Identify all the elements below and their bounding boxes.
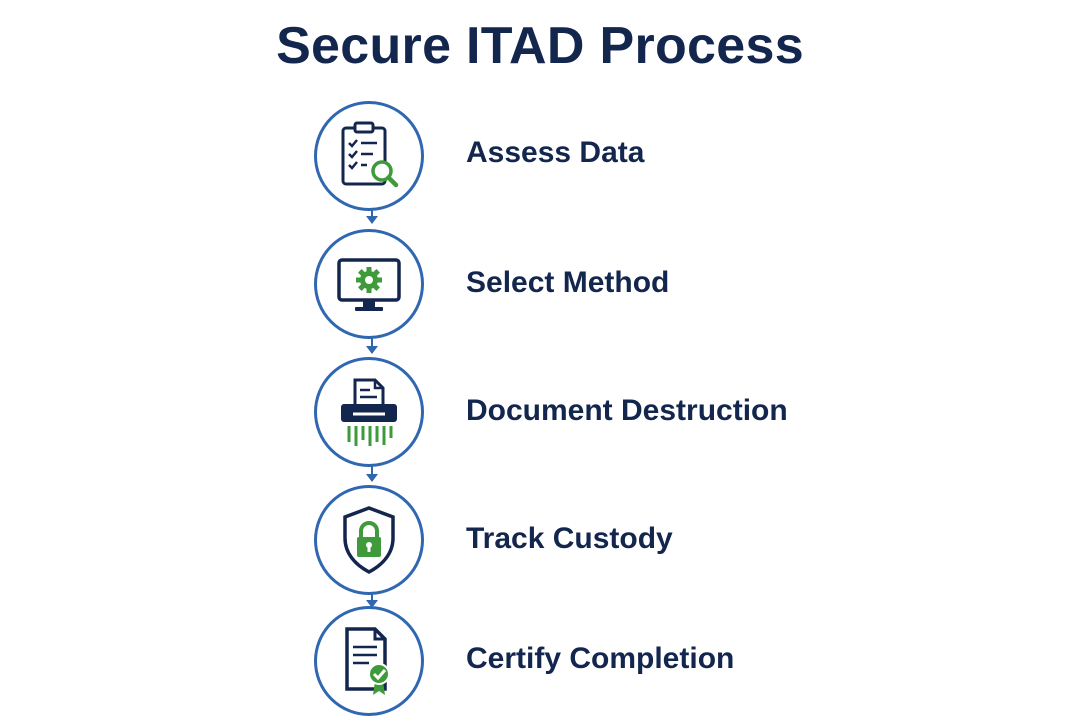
step-1-label: Assess Data bbox=[466, 136, 645, 169]
arrow-4-5 bbox=[366, 600, 378, 608]
connector-2-3 bbox=[371, 338, 373, 346]
page-title: Secure ITAD Process bbox=[276, 17, 804, 75]
step-document-destruction: Document Destruction bbox=[0, 354, 1080, 474]
step-5-circle bbox=[314, 606, 424, 716]
step-2-label: Select Method bbox=[466, 266, 670, 299]
step-select-method: Select Method bbox=[0, 226, 1080, 346]
shield-lock-icon bbox=[343, 506, 395, 574]
step-4-circle bbox=[314, 485, 424, 595]
step-3-label: Document Destruction bbox=[466, 394, 788, 427]
arrow-1-2 bbox=[366, 216, 378, 224]
connector-3-4 bbox=[371, 466, 373, 474]
connector-1-2 bbox=[371, 206, 373, 216]
certificate-icon bbox=[345, 627, 390, 695]
step-2-circle bbox=[314, 229, 424, 339]
step-assess-data: Assess Data bbox=[0, 96, 1080, 216]
arrow-2-3 bbox=[366, 346, 378, 354]
step-3-circle bbox=[314, 357, 424, 467]
step-4-label: Track Custody bbox=[466, 522, 673, 555]
step-1-circle bbox=[314, 101, 424, 211]
monitor-gear-icon bbox=[337, 258, 401, 311]
step-certify-completion: Certify Completion bbox=[0, 604, 1080, 724]
step-5-label: Certify Completion bbox=[466, 642, 735, 675]
connector-4-5 bbox=[371, 594, 373, 600]
shredder-icon bbox=[341, 378, 397, 446]
clipboard-magnifier-icon bbox=[341, 121, 399, 188]
step-track-custody: Track Custody bbox=[0, 482, 1080, 602]
arrow-3-4 bbox=[366, 474, 378, 482]
